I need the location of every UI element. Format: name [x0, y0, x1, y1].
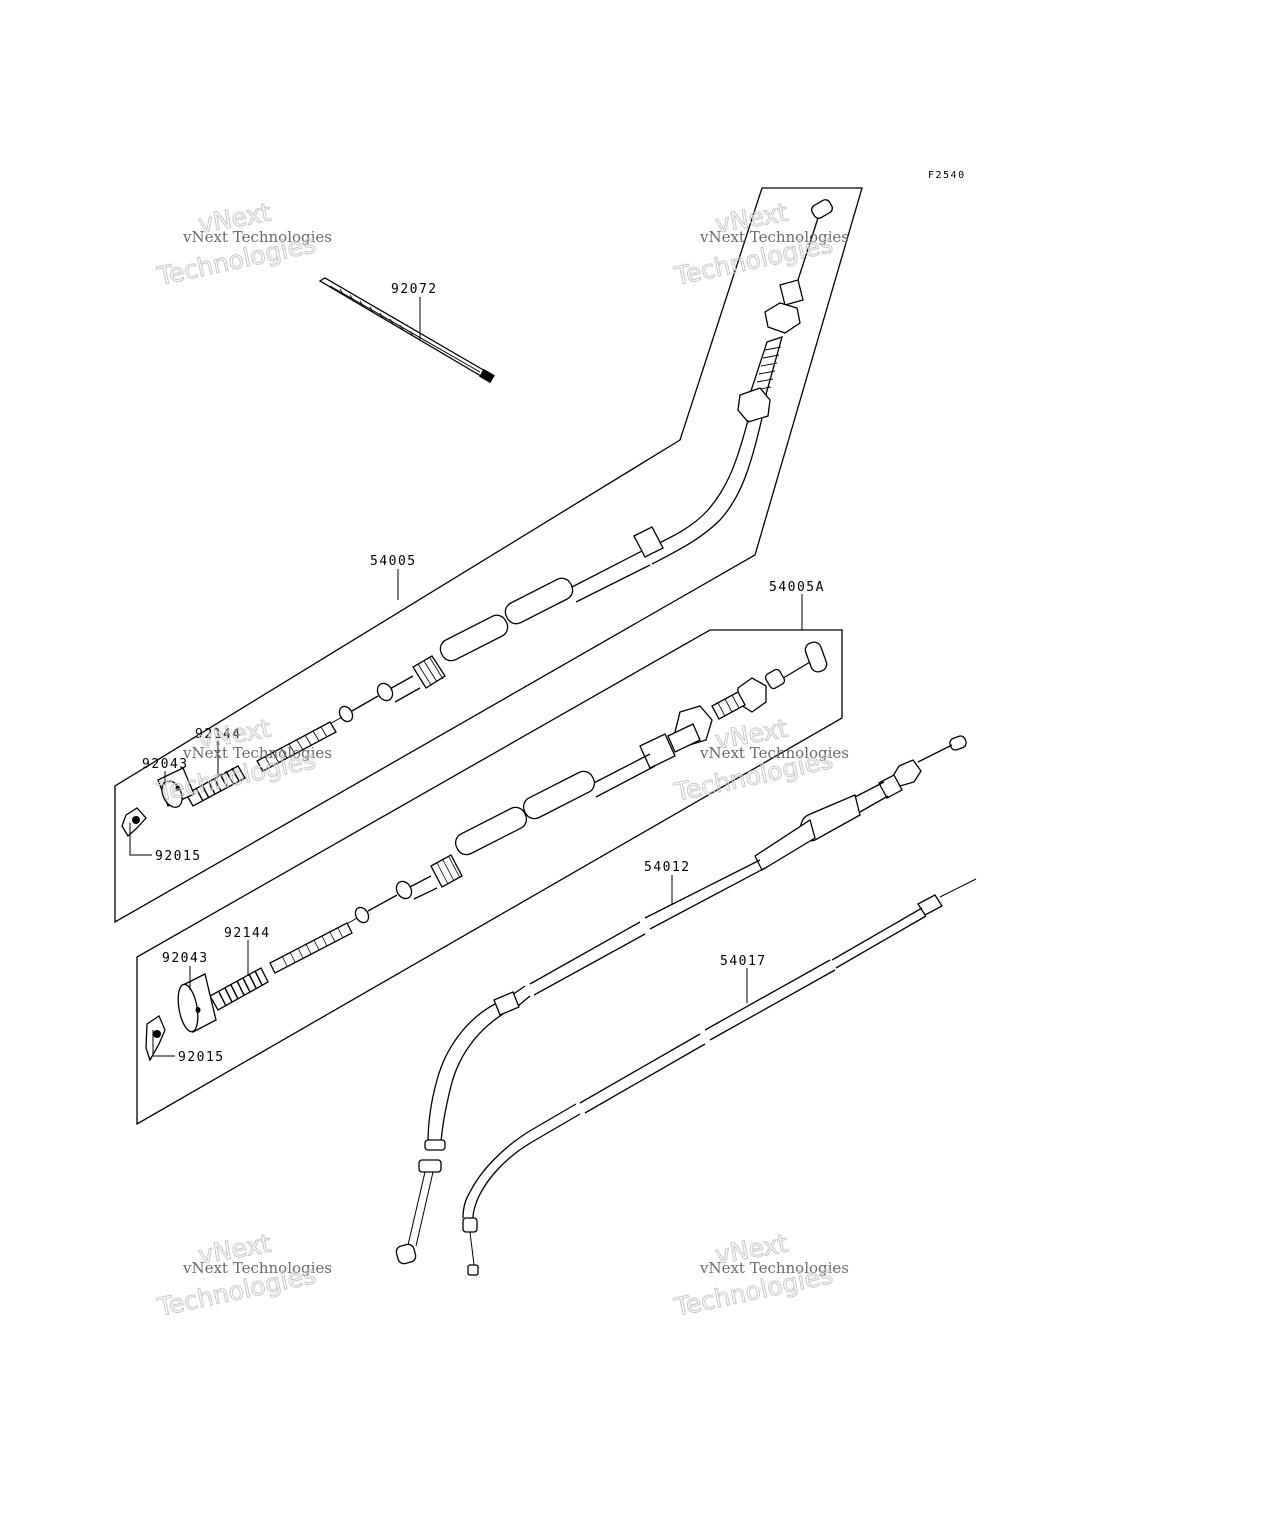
label-92072: 92072 — [391, 282, 438, 297]
label-92144-lower: 92144 — [224, 926, 271, 941]
watermark-bottom-right: vNext vNext Technologies Technologies — [671, 1228, 849, 1322]
svg-text:vNext Technologies: vNext Technologies — [182, 1259, 332, 1277]
figure-code: F2540 — [928, 170, 966, 181]
group-outline-54005A — [136, 629, 843, 1126]
label-54017: 54017 — [720, 954, 767, 969]
clutch-cable-54005A — [269, 641, 828, 974]
label-92043-upper: 92043 — [142, 757, 189, 772]
throttle-cable-54012 — [395, 735, 967, 1265]
spring-lower — [209, 967, 269, 1011]
label-92015-lower: 92015 — [178, 1050, 225, 1065]
cable-tie — [318, 277, 495, 384]
label-92043-lower: 92043 — [162, 951, 209, 966]
label-54005: 54005 — [370, 554, 417, 569]
leader-92015-upper — [129, 823, 152, 856]
spring-upper — [185, 765, 246, 807]
holder-upper — [157, 767, 195, 808]
nut-lower — [145, 1015, 166, 1062]
label-54012: 54012 — [644, 860, 691, 875]
label-54005A: 54005A — [769, 580, 825, 595]
choke-cable-54017 — [462, 878, 977, 1276]
svg-text:vNext Technologies: vNext Technologies — [699, 228, 849, 246]
svg-text:vNext Technologies: vNext Technologies — [182, 228, 332, 246]
watermark-top-left: vNext vNext Technologies Technologies — [154, 197, 332, 291]
svg-text:vNext Technologies: vNext Technologies — [182, 744, 332, 762]
group-outline-54005 — [114, 187, 863, 924]
leader-92015-lower — [152, 1030, 175, 1057]
svg-text:vNext Technologies: vNext Technologies — [699, 1259, 849, 1277]
watermark-bottom-left: vNext vNext Technologies Technologies — [154, 1228, 332, 1322]
nut-upper — [121, 807, 147, 838]
holder-lower — [177, 973, 217, 1033]
clutch-cable-54005 — [256, 199, 833, 772]
label-92015-upper: 92015 — [155, 849, 202, 864]
label-92144-upper: 92144 — [195, 727, 242, 742]
svg-text:vNext Technologies: vNext Technologies — [699, 744, 849, 762]
